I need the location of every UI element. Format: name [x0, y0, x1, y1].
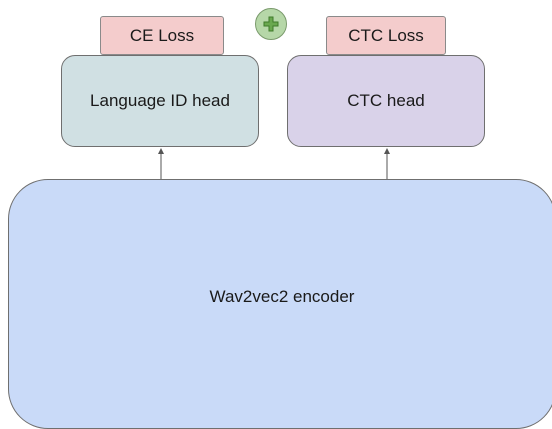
plus-symbol: [263, 16, 279, 32]
ce-loss-box: CE Loss: [100, 16, 224, 55]
ctc-loss-label: CTC Loss: [348, 25, 424, 45]
ce-loss-label: CE Loss: [129, 25, 195, 45]
encoder-box: Wav2vec2 encoder: [8, 179, 552, 429]
encoder-label: Wav2vec2 encoder: [209, 287, 355, 306]
ctc-head-label: CTC head: [347, 91, 425, 110]
language-id-head-label: Language ID head: [90, 91, 230, 110]
ctc-loss-box: CTC Loss: [326, 16, 446, 55]
plus-icon: [255, 8, 287, 40]
ctc-head-box: CTC head: [287, 55, 485, 147]
language-id-head-box: Language ID head: [61, 55, 259, 147]
